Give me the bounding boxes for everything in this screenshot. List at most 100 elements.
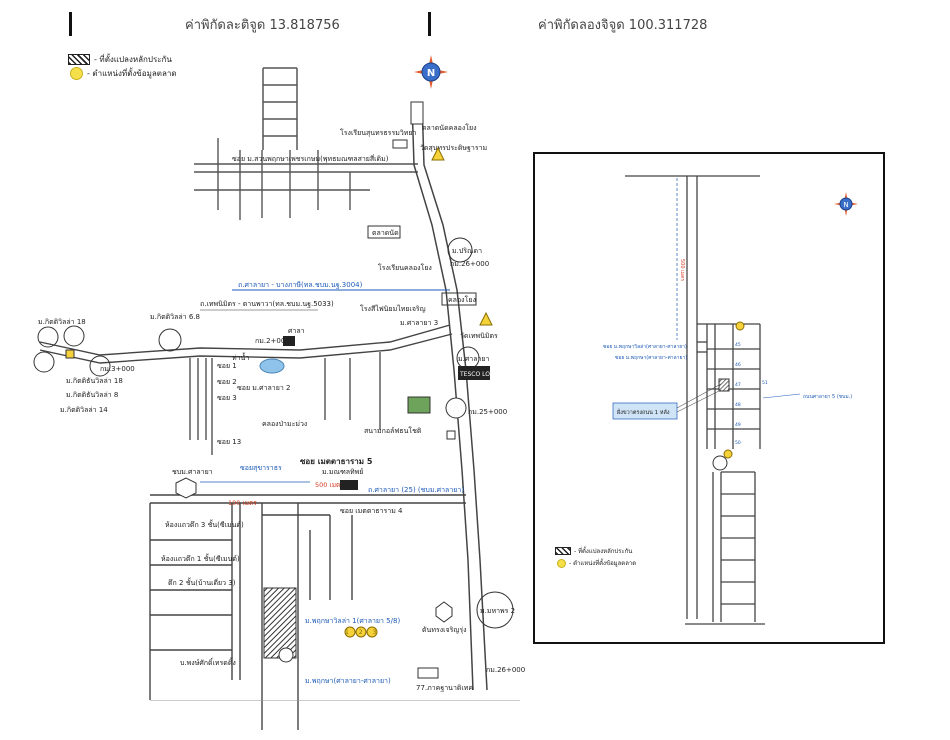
cc-sala-icon	[175, 477, 197, 499]
northern-road	[194, 138, 418, 220]
soi-road-side: ซอยสุขาราธร	[240, 464, 282, 472]
bottom-place: 77.ภาคฐานาดิเทค	[416, 684, 473, 692]
inset-lot-50: 50	[735, 440, 741, 446]
temple-main-icon	[431, 146, 445, 161]
kitti-sign	[65, 349, 75, 359]
inset-map[interactable]: N	[533, 152, 885, 644]
inset-yellow-dot-icon	[557, 558, 566, 568]
latitude-label: ค่าพิกัดละติจูด 13.818756	[185, 18, 340, 33]
inset-market-dot-top	[735, 321, 745, 331]
km-3: กม.3+000	[100, 365, 135, 373]
mbarinya-circle	[447, 237, 473, 263]
northern-ladder	[262, 67, 298, 150]
m-kitti18: ม.กิตติวิลล่า 18	[38, 318, 86, 326]
market-dot-1	[344, 626, 356, 638]
hatch-swatch-icon	[68, 54, 90, 65]
main-map[interactable]: N ซอย ม.สวนพฤกษาเพชรเกษม(พุทธมณฑลสายสี่เ…	[0, 40, 530, 740]
temple-main: วัดสุนทรประดิษฐาราม	[420, 144, 487, 152]
mid-road-label: ถ.เทพนิมิตร - ตานพาวา(ทล.ชบม.นฐ.5033)	[200, 300, 334, 308]
southern-border	[150, 700, 520, 701]
inset-roads	[625, 175, 765, 625]
market-dot-2	[355, 626, 367, 638]
factory: โรงสีไฟนิยมไทยเจริญ	[360, 304, 426, 313]
market-dots-numbers: 1 2 3	[345, 629, 381, 636]
west-circle-a	[33, 351, 55, 373]
legend-market: - ตำแหน่งที่ตั้งข้อมูลตลาด	[70, 67, 177, 80]
golf-icon	[407, 396, 431, 414]
shop1: ห้องแถวตึก 3 ชั้น(ซีเมนต์)	[165, 518, 244, 529]
market-dot-3	[366, 626, 378, 638]
sala-label: ศาลา	[288, 327, 305, 335]
legend-parcel: - ที่ตั้งแปลงหลักประกัน	[68, 53, 172, 66]
shop2: ห้องแถวตึก 1 ชั้น(ซีเมนต์)	[161, 552, 240, 563]
pier: ท่าน้ำ	[232, 351, 249, 362]
legend-market-label: - ตำแหน่งที่ตั้งข้อมูลตลาด	[87, 69, 177, 78]
tesco: TESCO LOTUS	[459, 371, 502, 378]
m-kitti-top: ม.กิตติวิลล่า 6.8	[150, 313, 200, 321]
compass-letter: N	[427, 68, 435, 79]
mbarinya: ม.ปริณดา	[452, 247, 482, 255]
inset-compass-letter: N	[843, 201, 848, 209]
bottom-building	[417, 667, 439, 679]
m-kitti14: ม.กิตติวิลล่า 14	[60, 406, 108, 414]
canal-label: คลองป่ามะม่วง	[262, 420, 307, 428]
m-kitti8: ม.กิตติธันวิลล่า 8	[66, 391, 118, 399]
klong-yong-box	[441, 292, 477, 306]
roundabout-south	[278, 647, 294, 663]
m-sala3: ม.ศาลายา 3	[400, 319, 438, 327]
inset-dist-label: 500 เมตร	[679, 259, 685, 281]
soi-sala2: ซอย ม.ศาลายา 2	[237, 384, 290, 392]
cc-sala: ชบม.ศาลายา	[172, 468, 213, 476]
factory-icon	[340, 480, 358, 490]
soi-metta4: ซอย เมตตาธาราม 4	[340, 507, 403, 515]
m-kitti18b: ม.กิตติธันวิลล่า 18	[66, 377, 123, 385]
m-kitti18-circle	[37, 326, 59, 348]
west-circle-b	[89, 355, 111, 377]
inset-market-dot-bottom	[723, 449, 733, 459]
inset-right-road: ถนนศาลายา 5 (ชบม.)	[803, 394, 852, 400]
inset-lot-45: 45	[735, 342, 741, 348]
inset-legend-parcel: - ที่ตั้งแปลงหลักประกัน	[555, 546, 632, 556]
inset-lot-47: 47	[735, 382, 741, 388]
sala-box	[283, 336, 295, 346]
m-sala: ม.ศาลายา	[458, 355, 490, 363]
temple-icon	[392, 139, 408, 149]
compass-icon: N	[414, 55, 448, 89]
m-kitti6-circle	[63, 325, 85, 347]
market-klong: ตลาดนัดคลองโยง	[422, 123, 477, 132]
soi-13: ซอย 13	[217, 438, 241, 446]
soi-2: ซอย 2	[217, 378, 237, 386]
wat-nimit: วัดเทพนิมิตร	[460, 332, 498, 340]
mid-road	[39, 324, 453, 364]
shop3: ตึก 2 ชั้น(บ้านเดี่ยว 3)	[168, 576, 236, 587]
road-main-b-label: ถ.ศาลายา (25) (ชบม.ศาลายา)	[368, 486, 464, 494]
km-25: กม.25+000	[468, 408, 507, 416]
inset-legend-parcel-label: - ที่ตั้งแปลงหลักประกัน	[574, 548, 633, 555]
golf-roundabout	[445, 397, 467, 419]
talad-box	[367, 225, 401, 239]
dist-100: 100 เมตร	[228, 499, 257, 507]
talad-nat: ตลาดนัด	[372, 229, 399, 237]
m-monthon2: ม.มหาพร 2	[480, 607, 515, 615]
inset-compass-icon: N	[834, 192, 858, 216]
pintaporn-sign	[446, 430, 456, 440]
inset-parcel-hatch	[718, 378, 730, 392]
longitude-label: ค่าพิกัดลองจิจูด 100.311728	[538, 18, 708, 33]
dist-500: 500 เมตร	[315, 481, 344, 489]
inset-hatch-swatch-icon	[555, 547, 571, 555]
inset-callout-leader-1	[676, 383, 722, 409]
parcel-hatch	[263, 587, 297, 659]
inset-svg: N	[603, 175, 858, 625]
hotel: บ.พงษ์ศักดิ์เทรดดิ้ง	[180, 656, 236, 667]
legend-parcel-label: - ที่ตั้งแปลงหลักประกัน	[94, 55, 172, 64]
temple-school: โรงเรียนสุนทรธรรมวิทยา	[340, 128, 416, 137]
soi-metta5: ซอย เมตตาธาราม 5	[300, 457, 373, 466]
school-klong: โรงเรียนคลองโยง	[378, 263, 432, 272]
km-26-bottom: กม.26+000	[486, 666, 525, 674]
soi-3: ซอย 3	[217, 394, 237, 402]
inset-roundabout	[712, 455, 728, 471]
village-main: ม.พฤกษาวิลล่า 1(ศาลายา 5/8)	[305, 617, 400, 625]
km-2: กม.2+000	[255, 337, 290, 345]
soi-1: ซอย 1	[217, 362, 237, 370]
m-monthon2-circle	[476, 591, 514, 629]
